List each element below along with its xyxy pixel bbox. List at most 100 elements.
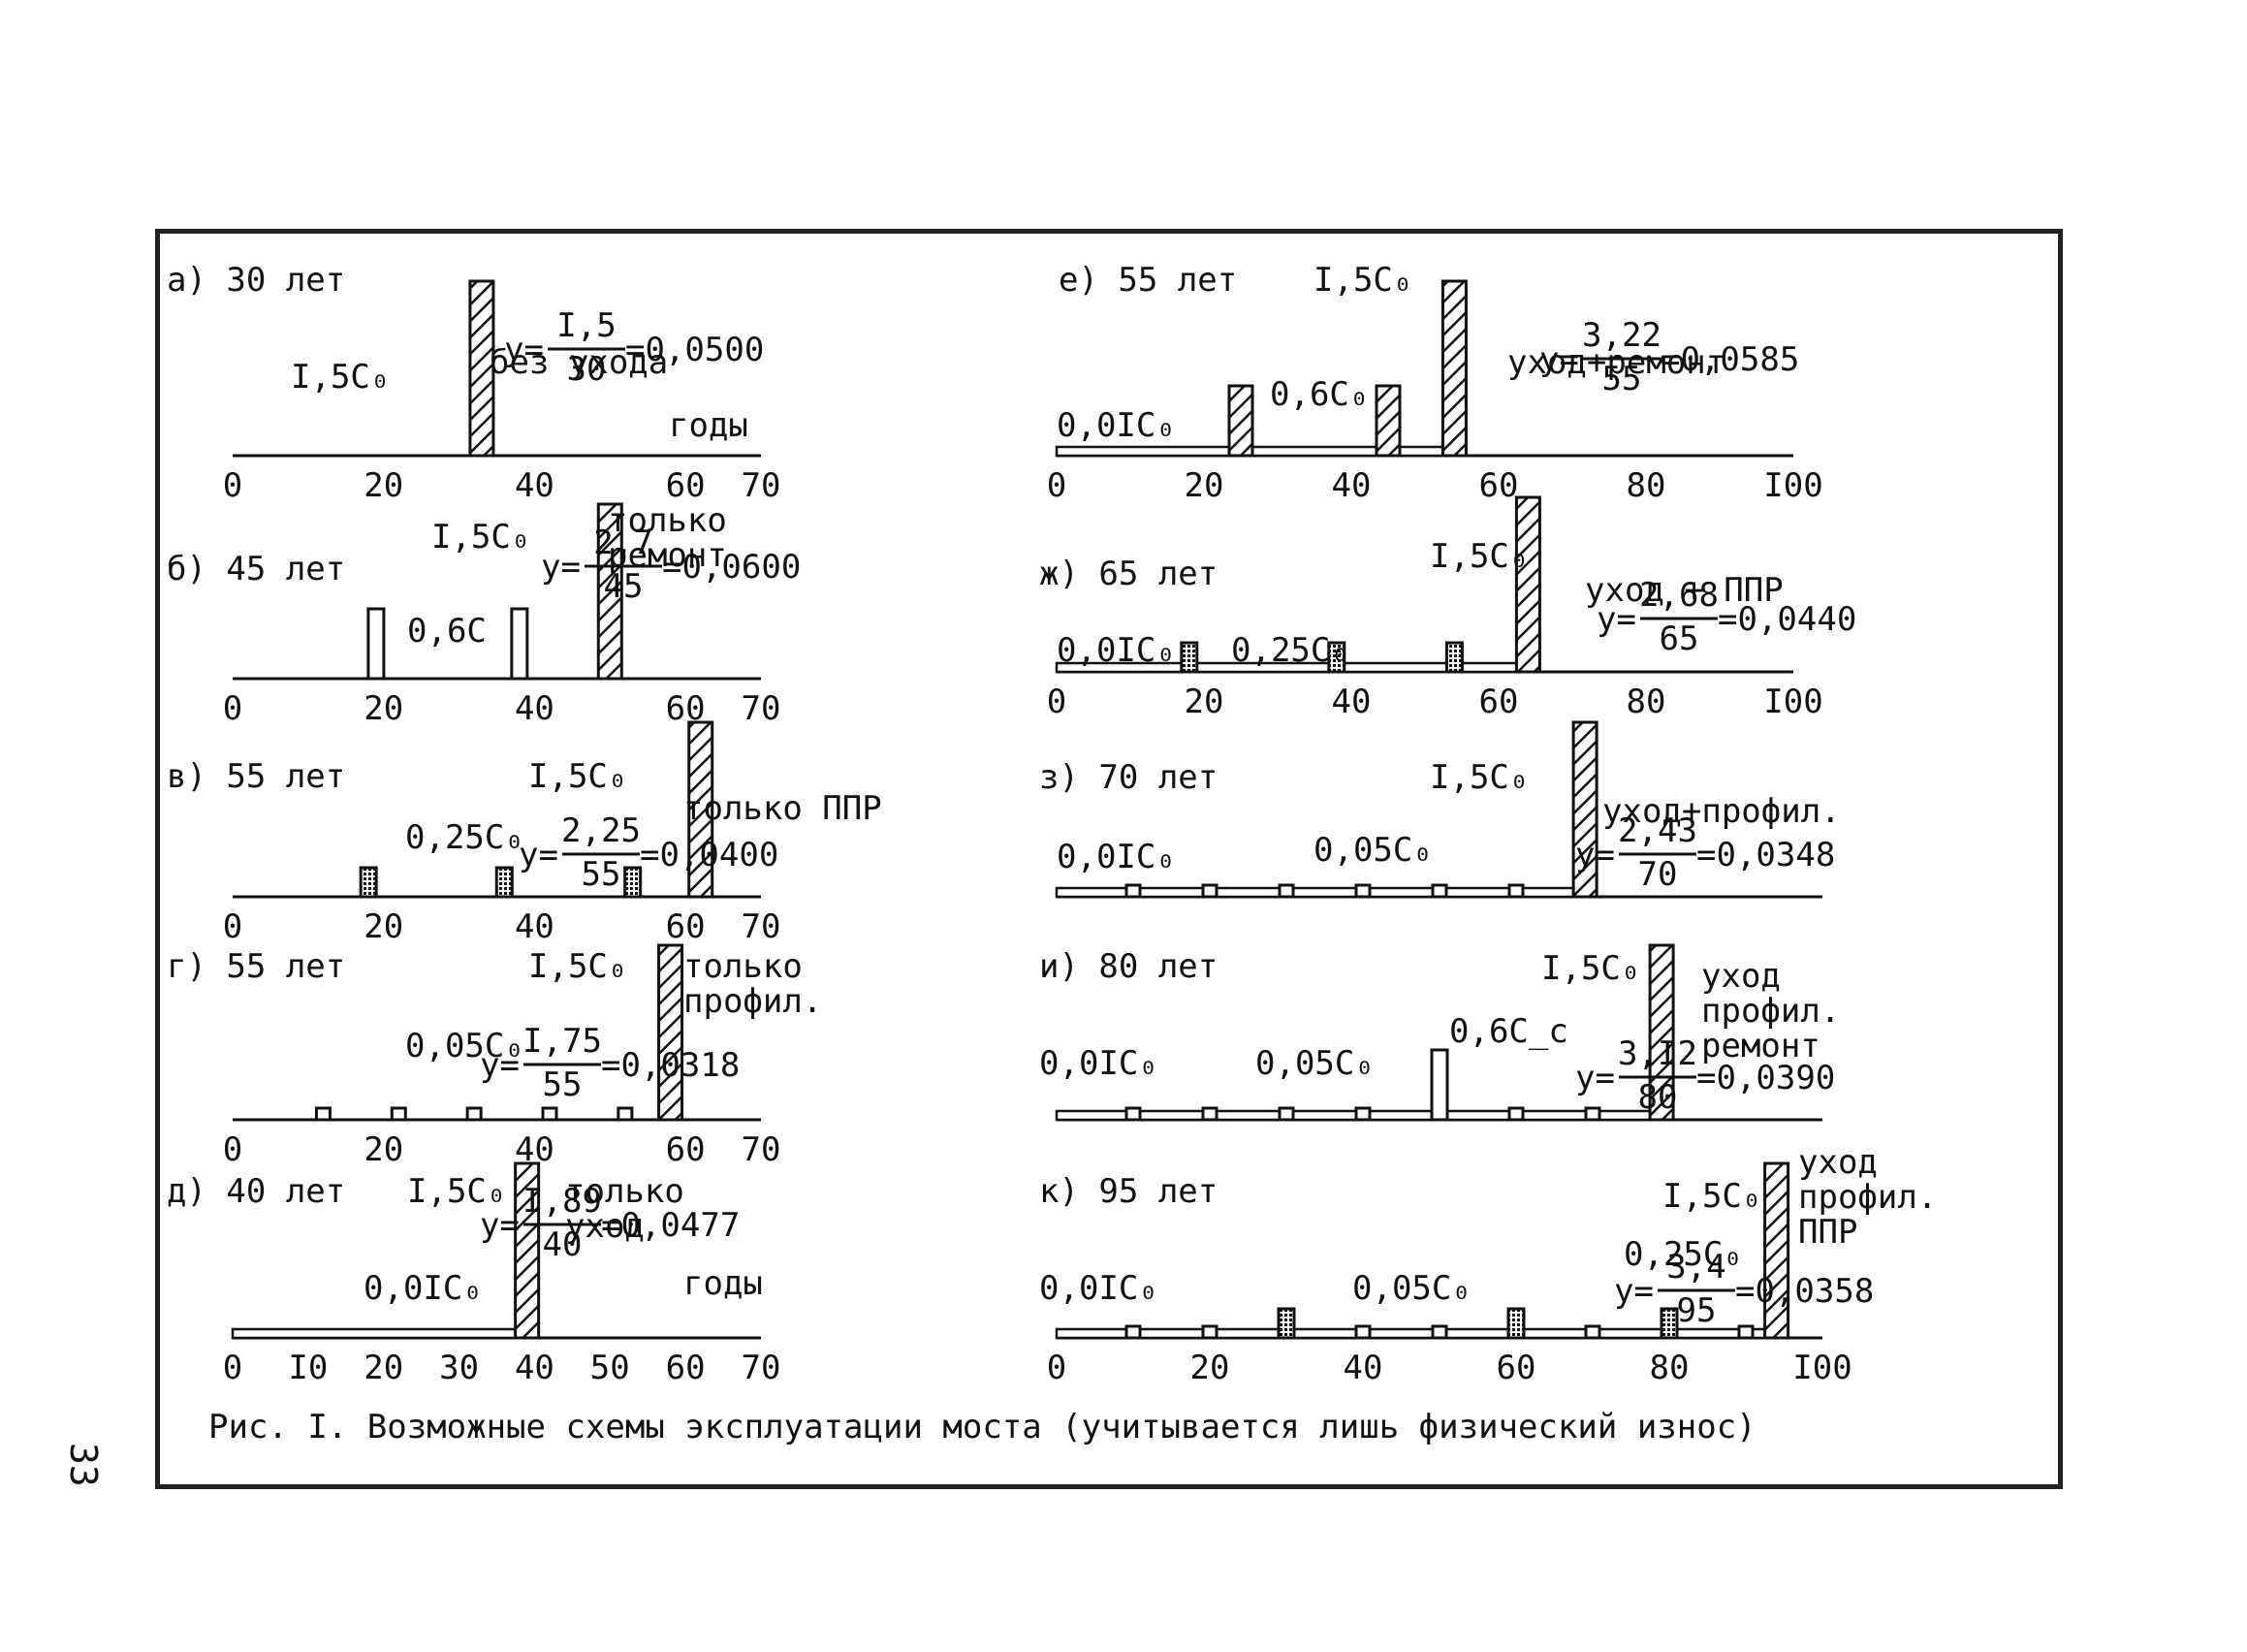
formula-result: =0,0600 (662, 548, 801, 587)
formula-y: y= (480, 1046, 520, 1085)
bar-dot (1180, 641, 1199, 674)
x-tick-label: 20 (1190, 1349, 1230, 1387)
formula-numerator: 3,I2 (1618, 1034, 1697, 1073)
formula-y: y= (1614, 1272, 1654, 1311)
panel-title: в) 55 лет (167, 757, 345, 796)
panel-title: г) 55 лет (167, 947, 345, 986)
x-tick-label: 60 (666, 907, 706, 946)
series-label: 0,6C_c (1449, 1012, 1568, 1051)
figure-frame (155, 229, 2063, 1489)
bar-dot (1506, 1307, 1526, 1340)
page-number: 33 (62, 1443, 105, 1487)
formula-result: =0,0400 (640, 836, 778, 874)
scheme-label: уход (565, 1207, 645, 1246)
series-label: 0,05C₀ (1352, 1269, 1472, 1308)
x-tick-label: 60 (1479, 683, 1519, 721)
x-axis-label: годы (669, 406, 748, 445)
scheme-label: только (608, 501, 727, 540)
bar-hatch (596, 502, 623, 681)
x-tick-label: 80 (1650, 1349, 1690, 1387)
formula-result: =0,0500 (625, 331, 764, 369)
x-tick-label: 40 (515, 1349, 554, 1387)
bar-empty (1278, 1106, 1295, 1122)
bar-hatch (514, 1161, 541, 1340)
x-tick-label: 20 (1185, 683, 1224, 721)
panel-title: з) 70 лет (1039, 758, 1218, 797)
x-tick-label: 70 (742, 907, 781, 946)
scheme-label: ремонт (1701, 1027, 1820, 1065)
x-tick-label: 0 (1047, 683, 1066, 721)
bar-empty (1354, 883, 1372, 899)
bar-dot (1277, 1307, 1296, 1340)
formula-result: =0,0440 (1718, 600, 1856, 639)
formula-numerator: 2,25 (561, 811, 641, 850)
bar-empty (510, 607, 529, 681)
x-tick-label: 0 (223, 1130, 242, 1169)
panel-title: б) 45 лет (167, 550, 345, 588)
series-label: I,5C₀ (1313, 261, 1412, 300)
formula-result: =0,0358 (1735, 1272, 1874, 1311)
scheme-label: профил. (683, 982, 822, 1021)
bar-dot (1327, 641, 1346, 674)
series-label: 0,25C₀ (1624, 1235, 1743, 1274)
x-tick-label: 20 (364, 1349, 403, 1387)
series-label: I,5C₀ (431, 518, 530, 556)
scheme-label: только (683, 947, 803, 986)
bar-dot (1660, 1307, 1679, 1340)
formula-result: =0,0348 (1696, 836, 1835, 874)
x-tick-label: I00 (1763, 466, 1822, 505)
x-tick-label: 0 (223, 907, 242, 946)
bar-empty (390, 1106, 407, 1122)
x-tick-label: 20 (364, 689, 403, 728)
series-label: 0,0IC₀ (1039, 1044, 1158, 1083)
series-label: 0,0IC₀ (1057, 406, 1176, 445)
formula-result: =0,0585 (1661, 340, 1799, 379)
bar-empty (617, 1106, 634, 1122)
x-tick-label: 40 (1332, 466, 1372, 505)
series-label: 0,25C₀ (1231, 631, 1350, 670)
formula-y: y= (480, 1206, 520, 1245)
formula-y: y= (1597, 600, 1636, 639)
formula-y: y= (504, 331, 544, 369)
x-tick-label: 40 (515, 689, 554, 728)
bar-empty (541, 1106, 558, 1122)
bar-empty (1278, 883, 1295, 899)
series-label: I,5C₀ (528, 757, 627, 796)
care-band (231, 1327, 522, 1340)
bar-empty (1431, 883, 1448, 899)
x-tick-label: 20 (364, 1130, 403, 1169)
bar-hatch (1763, 1161, 1790, 1340)
formula-y: y= (1539, 340, 1579, 379)
x-tick-label: 70 (742, 466, 781, 505)
formula-y: y= (541, 548, 581, 587)
bar-hatch (657, 943, 684, 1122)
x-tick-label: 70 (742, 689, 781, 728)
formula-numerator: 2,68 (1639, 576, 1719, 615)
series-label: 0,05C₀ (1255, 1044, 1375, 1083)
scheme-label: профил. (1798, 1178, 1937, 1217)
series-label: I,5C₀ (291, 358, 390, 397)
bar-empty (1201, 883, 1218, 899)
x-tick-label: 60 (666, 1349, 706, 1387)
formula-denominator: 45 (604, 567, 644, 606)
series-label: 0,0IC₀ (1039, 1269, 1158, 1308)
formula-numerator: I,75 (522, 1022, 602, 1061)
x-tick-label: I00 (1792, 1349, 1851, 1387)
formula-denominator: 95 (1677, 1291, 1717, 1330)
formula-denominator: 80 (1638, 1078, 1678, 1117)
formula-result: =0,0390 (1696, 1059, 1835, 1097)
x-tick-label: 20 (364, 466, 403, 505)
bar-empty (1201, 1324, 1218, 1340)
bar-dot (623, 866, 643, 899)
bar-dot (494, 866, 514, 899)
formula-numerator: 2,7 (593, 524, 652, 562)
bar-empty (1431, 1324, 1448, 1340)
bar-hatch (468, 279, 495, 458)
series-label: I,5C₀ (1430, 537, 1529, 576)
panel-title: и) 80 лет (1039, 947, 1218, 986)
x-tick-label: I00 (1763, 683, 1822, 721)
x-tick-label: I0 (288, 1349, 328, 1387)
x-tick-label: 80 (1627, 683, 1666, 721)
x-tick-label: 50 (590, 1349, 630, 1387)
